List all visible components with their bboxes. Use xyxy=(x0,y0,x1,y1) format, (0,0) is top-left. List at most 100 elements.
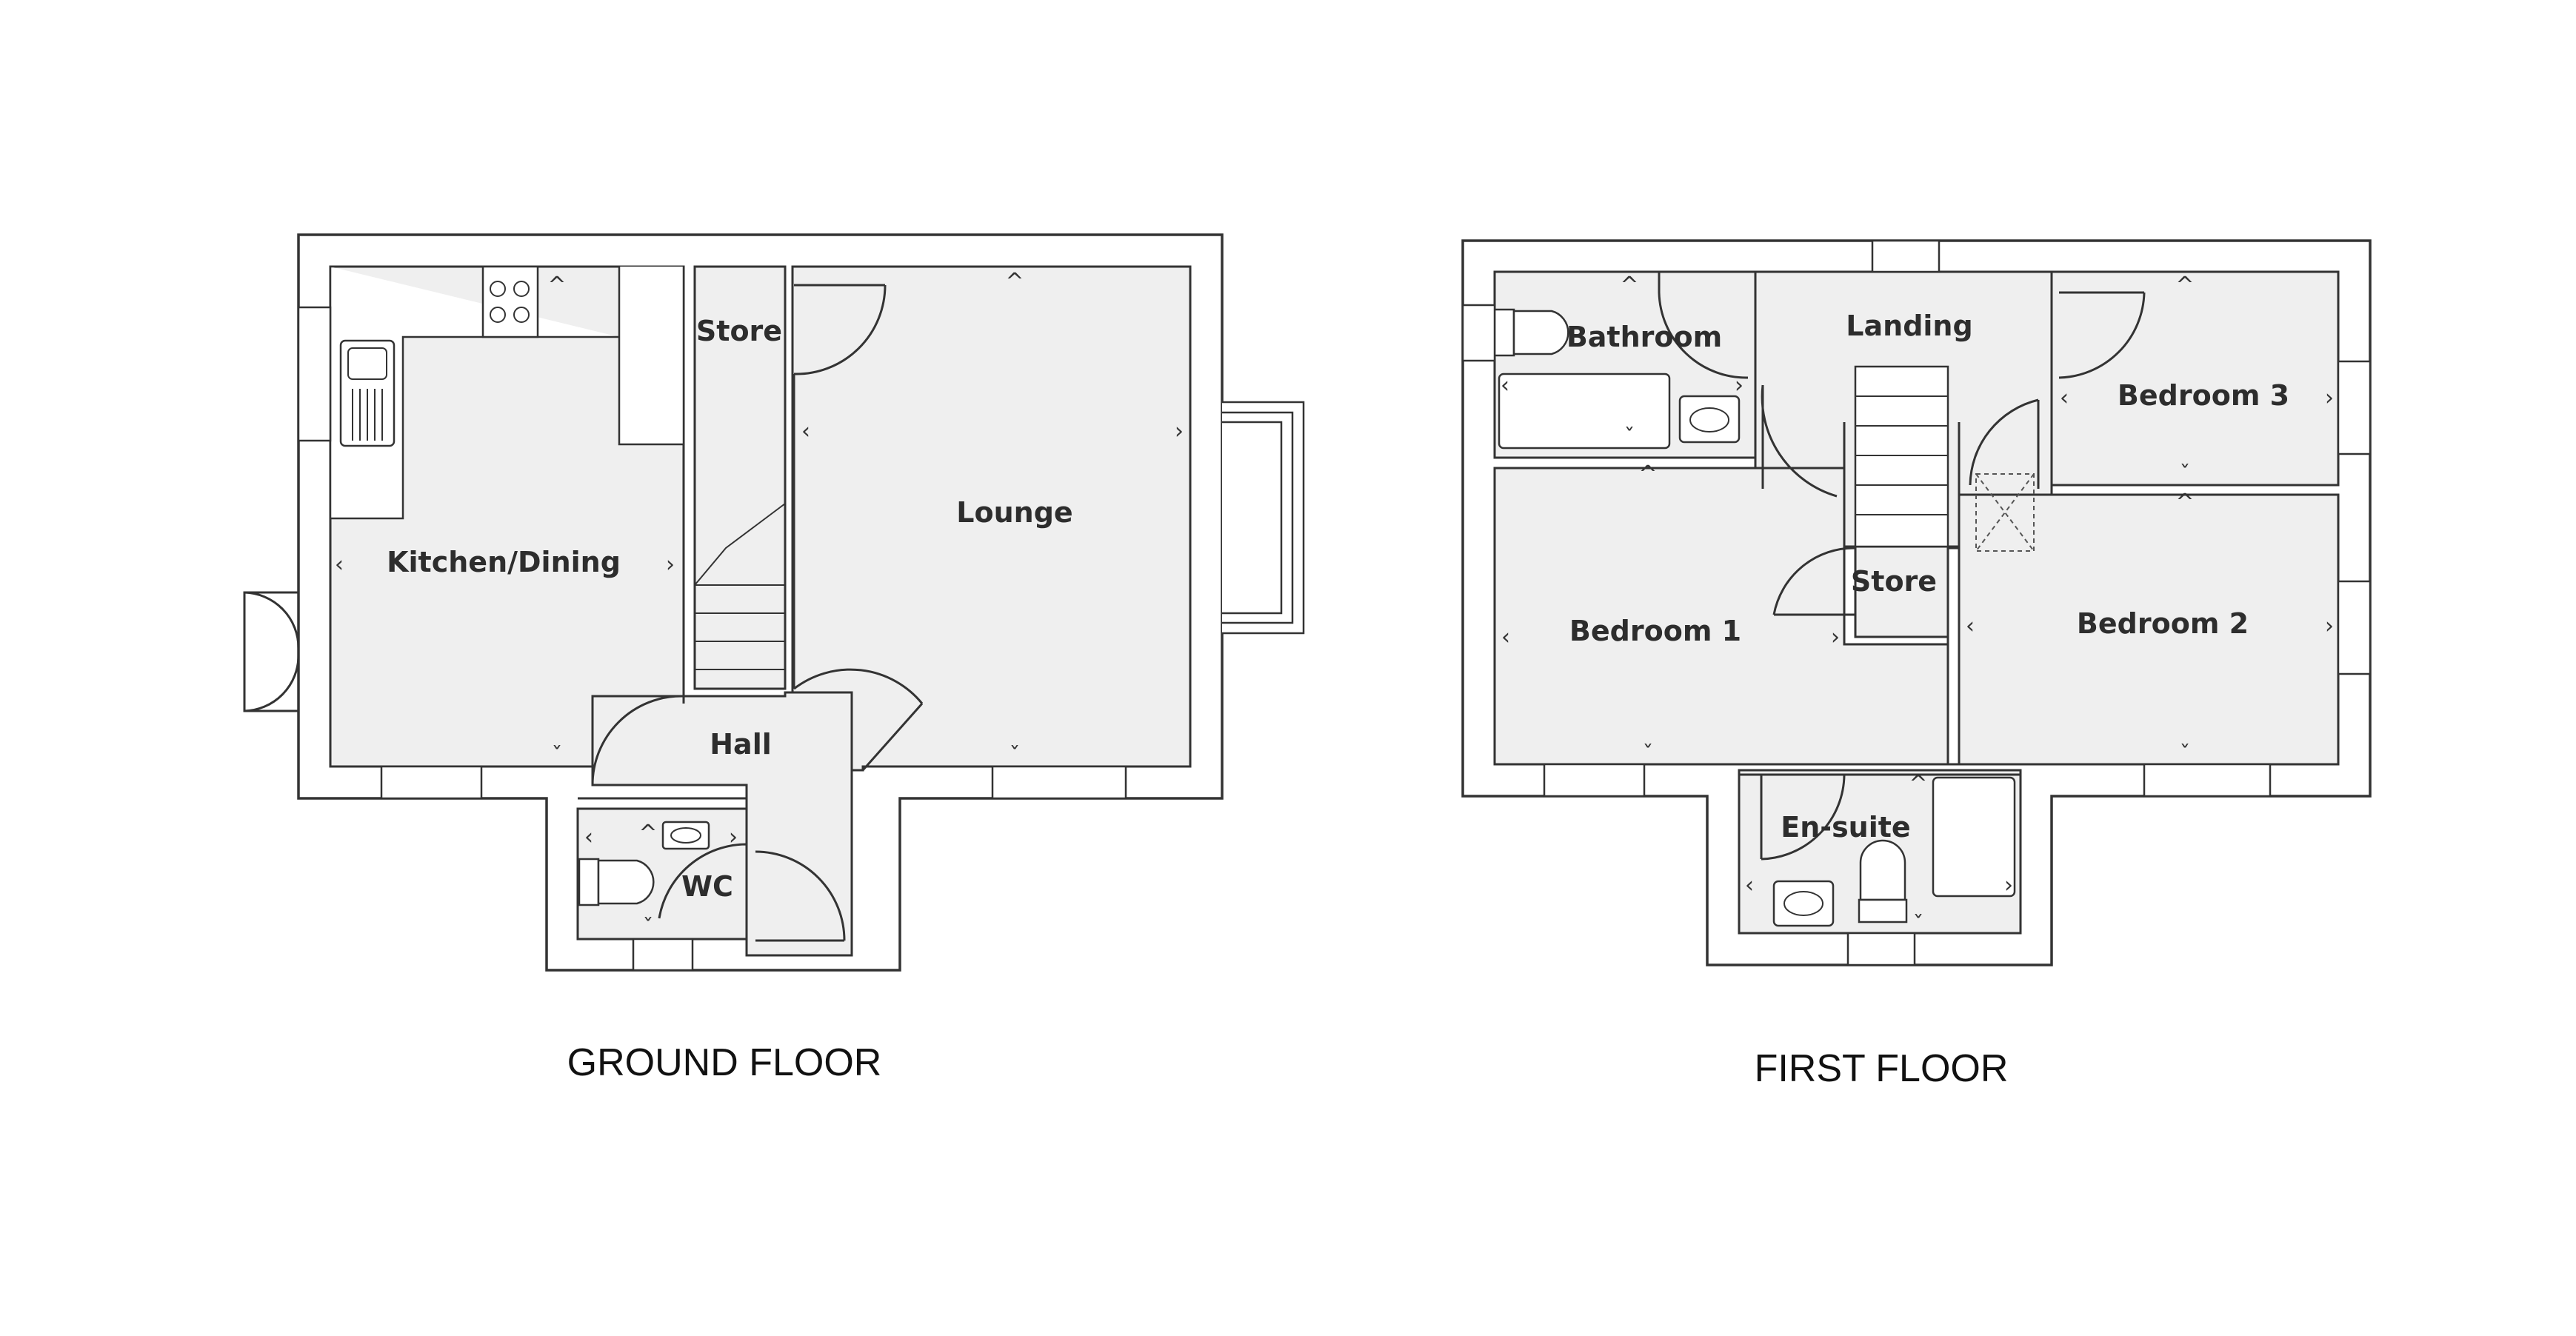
loft-hatch xyxy=(1975,473,2035,552)
bathroom-door xyxy=(1658,272,1749,379)
bath-tub xyxy=(1498,373,1671,450)
bedroom-2-window xyxy=(2337,580,2372,675)
dimension-marker: ‹ xyxy=(1501,624,1510,650)
dimension-marker: ˇ xyxy=(1643,741,1654,767)
first-floor-plan: Bathroom Landing Bedroom 3 Bedroom 1 Sto… xyxy=(1461,239,2372,1090)
store-lounge-wall xyxy=(784,374,795,689)
en-suite-door xyxy=(1760,774,1846,861)
room-label-store: Store xyxy=(696,315,782,347)
wc-basin xyxy=(661,821,710,850)
stair-treads xyxy=(1855,395,1948,515)
room-label-store-first: Store xyxy=(1851,565,1937,598)
dimension-marker: ^ xyxy=(1909,771,1927,797)
kitchen-rear-window xyxy=(380,765,483,800)
kitchen-sink-bowl xyxy=(347,347,387,380)
dimension-marker: ‹ xyxy=(584,824,593,850)
room-label-bedroom-2: Bedroom 2 xyxy=(2077,607,2249,640)
dimension-marker: ^ xyxy=(1620,273,1638,298)
dimension-marker: ˇ xyxy=(1624,424,1635,450)
bathroom-toilet-bowl xyxy=(1512,310,1569,355)
dimension-marker: › xyxy=(2004,872,2013,898)
dimension-marker: ‹ xyxy=(1501,373,1509,398)
lounge-door xyxy=(793,668,924,771)
bathroom-wall xyxy=(1495,456,1755,470)
bathroom-basin-bowl xyxy=(1689,407,1729,432)
en-suite-toilet-cistern xyxy=(1858,898,1908,923)
lounge-front-window xyxy=(991,765,1127,800)
bedroom-3-wall xyxy=(2050,385,2338,496)
dimension-marker: › xyxy=(1175,418,1184,444)
wc-toilet-bowl xyxy=(597,859,655,905)
sink-drainer xyxy=(352,389,383,441)
bathroom-toilet-cistern xyxy=(1493,308,1515,357)
landing-window xyxy=(1871,239,1941,273)
dimension-marker: ‹ xyxy=(1966,613,1975,639)
dimension-marker: ^ xyxy=(638,821,657,846)
dimension-marker: › xyxy=(1735,373,1744,398)
dimension-marker: ^ xyxy=(547,273,566,298)
dimension-marker: ˇ xyxy=(1913,912,1924,938)
dimension-marker: ˇ xyxy=(2180,461,2191,487)
dimension-marker: ^ xyxy=(2175,273,2194,298)
dimension-marker: › xyxy=(729,824,738,850)
dimension-marker: ‹ xyxy=(2060,385,2069,411)
stair-rails xyxy=(1843,422,1961,496)
en-suite-basin xyxy=(1772,880,1835,927)
store-door xyxy=(793,284,887,375)
dimension-marker: › xyxy=(1831,624,1840,650)
dimension-marker: ˇ xyxy=(1010,743,1021,769)
hall-door xyxy=(591,695,682,786)
hob-burner xyxy=(490,307,506,323)
room-label-bedroom-3: Bedroom 3 xyxy=(2118,379,2289,412)
bedroom-3-floor xyxy=(2050,270,2340,487)
first-floor-stairs xyxy=(1854,365,1949,548)
ground-floor-plan: Kitchen/Dining Store Lounge Hall WC ‹ › … xyxy=(243,233,1305,1084)
hall-floor xyxy=(591,691,853,957)
kitchen-side-window xyxy=(297,306,332,442)
ground-floor-stairs xyxy=(694,503,786,670)
dimension-marker: › xyxy=(666,552,675,578)
room-label-lounge: Lounge xyxy=(956,496,1072,529)
dimension-marker: ^ xyxy=(1638,461,1657,487)
bedroom-1-door xyxy=(1761,384,1838,498)
dimension-marker: › xyxy=(2325,385,2334,411)
lounge-bay-window xyxy=(1222,401,1305,635)
bedroom-3-window xyxy=(2337,360,2372,455)
hob-burner xyxy=(513,281,530,297)
store-door-first xyxy=(1772,547,1856,616)
hob-burner xyxy=(513,307,530,323)
front-door xyxy=(755,850,846,942)
room-label-hall: Hall xyxy=(710,728,772,761)
dimension-marker: ^ xyxy=(2175,490,2194,515)
en-suite-window xyxy=(1846,932,1916,966)
hob-burner xyxy=(490,281,506,297)
wc-door xyxy=(658,843,748,919)
en-suite-basin-bowl xyxy=(1783,891,1823,916)
room-label-wc: WC xyxy=(681,870,733,903)
wc-window xyxy=(632,938,694,972)
hall-wc-wall xyxy=(578,797,747,810)
bathroom-basin xyxy=(1678,395,1741,444)
first-floor-title: FIRST FLOOR xyxy=(1755,1047,2009,1090)
bedroom-3-door xyxy=(2058,291,2146,379)
en-suite-wall xyxy=(1739,763,2021,776)
room-label-landing: Landing xyxy=(1846,310,1972,342)
dimension-marker: ‹ xyxy=(1745,872,1754,898)
bathroom-window xyxy=(1461,304,1496,362)
bedroom-2-door xyxy=(1969,398,2040,489)
ground-floor-title: GROUND FLOOR xyxy=(567,1041,882,1084)
dimension-marker: › xyxy=(2325,613,2334,639)
bedroom-2-front-window xyxy=(2143,763,2272,798)
dimension-marker: ˇ xyxy=(2180,741,2191,767)
dimension-marker: ‹ xyxy=(335,552,344,578)
room-label-bathroom: Bathroom xyxy=(1566,321,1722,353)
french-doors xyxy=(243,591,300,712)
room-label-bedroom-1: Bedroom 1 xyxy=(1569,615,1741,647)
room-label-kitchen-dining: Kitchen/Dining xyxy=(387,546,621,578)
dimension-marker: ‹ xyxy=(801,418,810,444)
wc-toilet-cistern xyxy=(578,858,600,906)
en-suite-toilet xyxy=(1859,839,1906,901)
kitchen-hob xyxy=(481,265,539,338)
dimension-marker: ^ xyxy=(1005,269,1024,295)
